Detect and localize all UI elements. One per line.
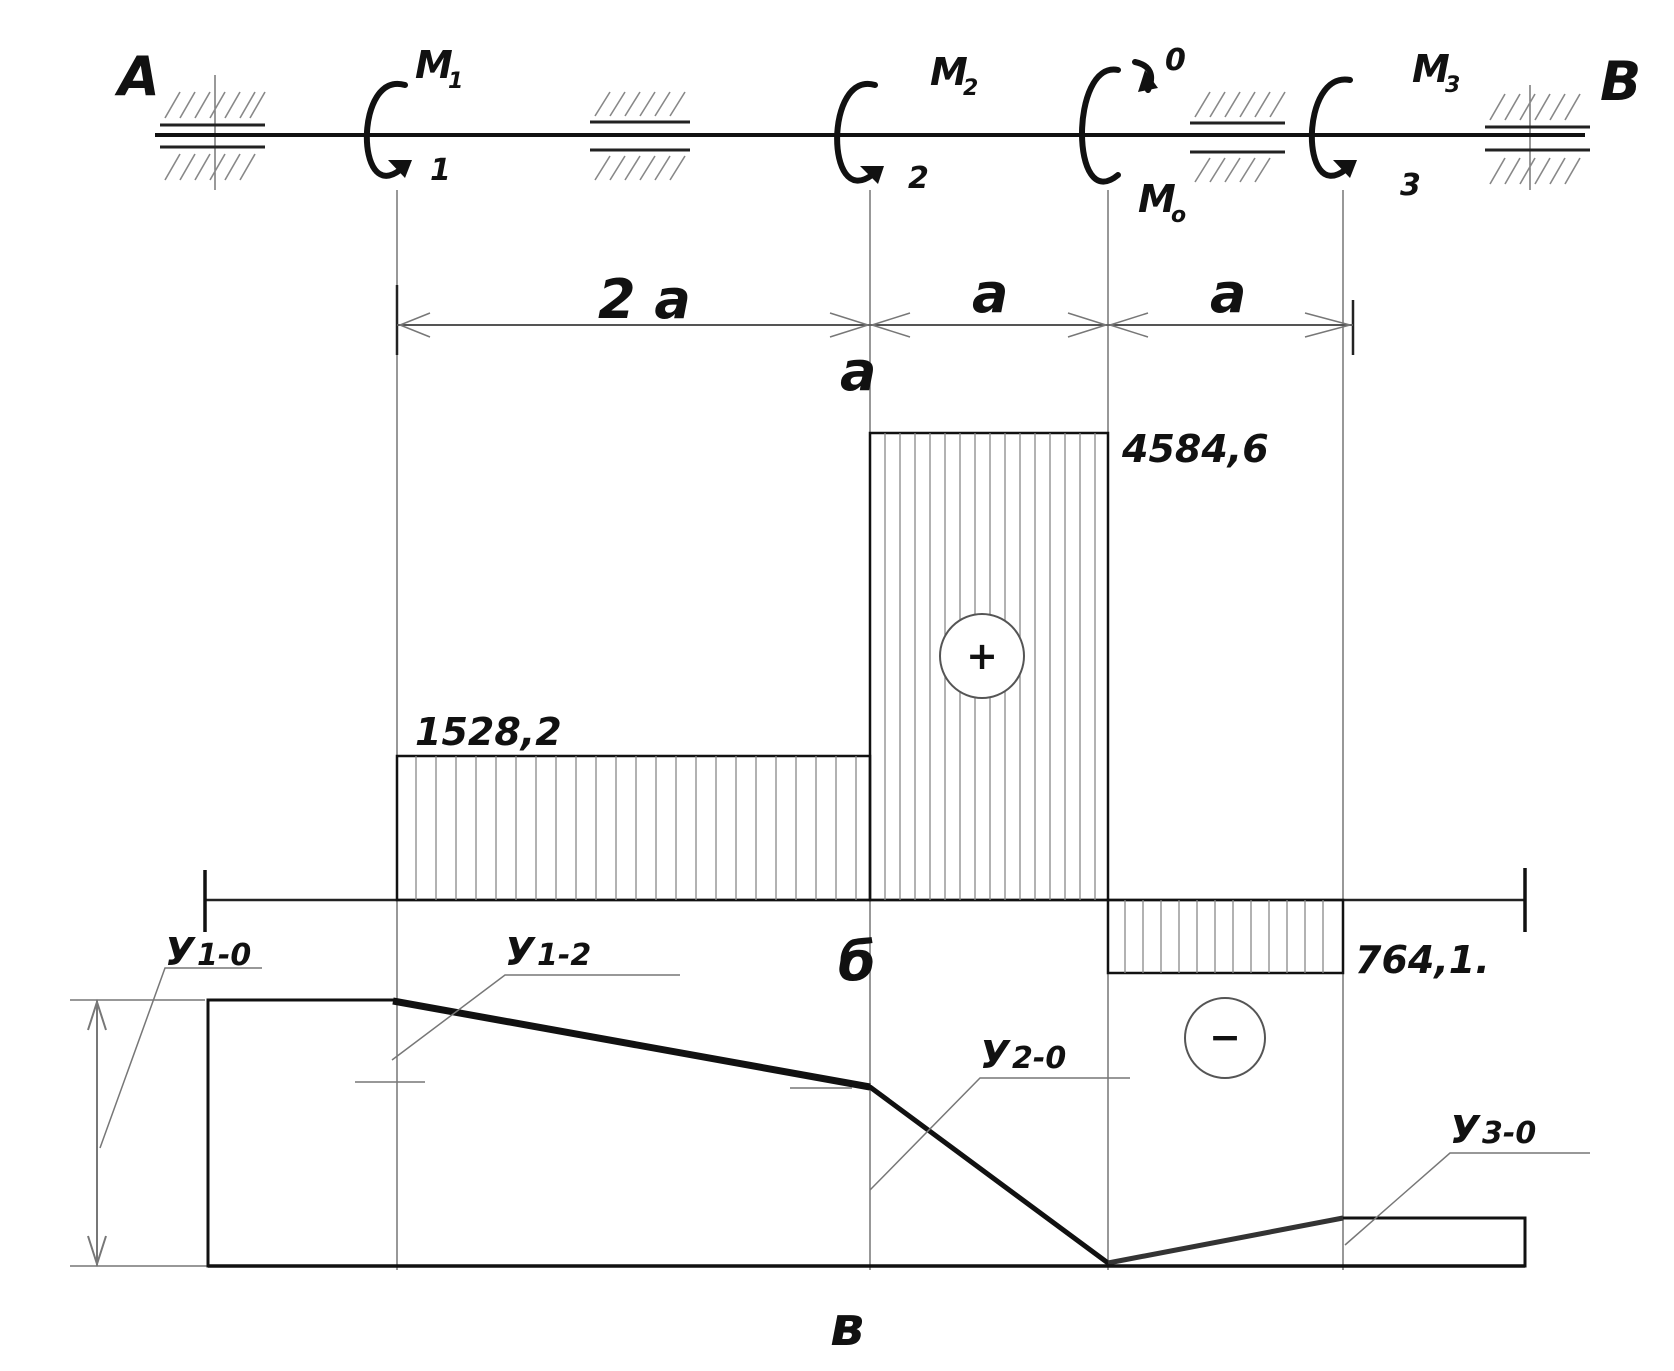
torque-segment-3: − — [1106, 898, 1345, 1079]
twist-label-3-0: У 3-0 — [1450, 1108, 1536, 1152]
torque-value-1: 1528,2 — [415, 710, 562, 754]
svg-text:1-2: 1-2 — [537, 938, 591, 973]
torque-segment-1 — [395, 754, 872, 902]
torque-diagram: + − 1528,2 4584,6 764,1. б — [203, 427, 1527, 1079]
section-2-label: 2 — [908, 161, 929, 196]
support-a — [160, 91, 266, 181]
dimension-line: 2 a a a a — [395, 262, 1355, 403]
svg-text:У: У — [980, 1033, 1011, 1077]
moment-1: M 1 1 — [363, 43, 463, 188]
moment-3: M 3 3 — [1308, 47, 1460, 203]
moment-3-label: M — [1412, 47, 1450, 91]
bearing-right — [1190, 91, 1286, 183]
moment-2-label: M — [930, 50, 968, 94]
twist-label-1-2: У 1-2 — [505, 930, 591, 974]
moment-1-label: M — [415, 43, 453, 87]
dim-segment-2: a — [972, 262, 1008, 325]
svg-text:1-0: 1-0 — [197, 938, 251, 973]
moment-0-sub: o — [1171, 203, 1186, 228]
moment-0-label: M — [1138, 177, 1176, 221]
sign-negative: − — [1209, 1015, 1241, 1059]
twist-label-2-0: У 2-0 — [980, 1033, 1066, 1077]
svg-text:2-0: 2-0 — [1012, 1041, 1066, 1076]
dim-segment-3: a — [1210, 262, 1246, 325]
moment-2: M 2 2 — [834, 50, 978, 196]
torque-diagram-label: б — [838, 930, 876, 993]
section-3-label: 3 — [1400, 168, 1421, 203]
svg-text:3-0: 3-0 — [1482, 1116, 1536, 1151]
torque-value-2: 4584,6 — [1121, 427, 1269, 471]
torque-segment-2: + — [868, 431, 1110, 902]
svg-text:У: У — [165, 930, 196, 974]
section-1-label: 1 — [430, 153, 451, 188]
moment-0: 0 M o — [1079, 43, 1186, 228]
bearing-middle — [590, 91, 690, 181]
twist-diagram-label: в — [830, 1295, 864, 1358]
shaft — [155, 91, 1590, 185]
support-b-label: B — [1600, 50, 1641, 113]
moment-3-sub: 3 — [1445, 73, 1460, 98]
svg-text:У: У — [505, 930, 536, 974]
dim-under-label: a — [840, 340, 876, 403]
moment-1-sub: 1 — [448, 69, 463, 94]
moment-2-sub: 2 — [963, 76, 978, 101]
torque-value-3: 764,1. — [1355, 938, 1490, 982]
dim-segment-1: 2 a — [598, 268, 691, 331]
twist-label-1-0: У 1-0 — [165, 930, 251, 974]
svg-text:У: У — [1450, 1108, 1481, 1152]
sign-positive: + — [966, 634, 998, 678]
twist-diagram: У 1-0 У 1-2 У 2-0 У 3-0 в — [70, 930, 1590, 1358]
section-0-top-label: 0 — [1165, 43, 1186, 78]
support-b — [1485, 93, 1590, 185]
support-a-label: A — [114, 45, 160, 108]
